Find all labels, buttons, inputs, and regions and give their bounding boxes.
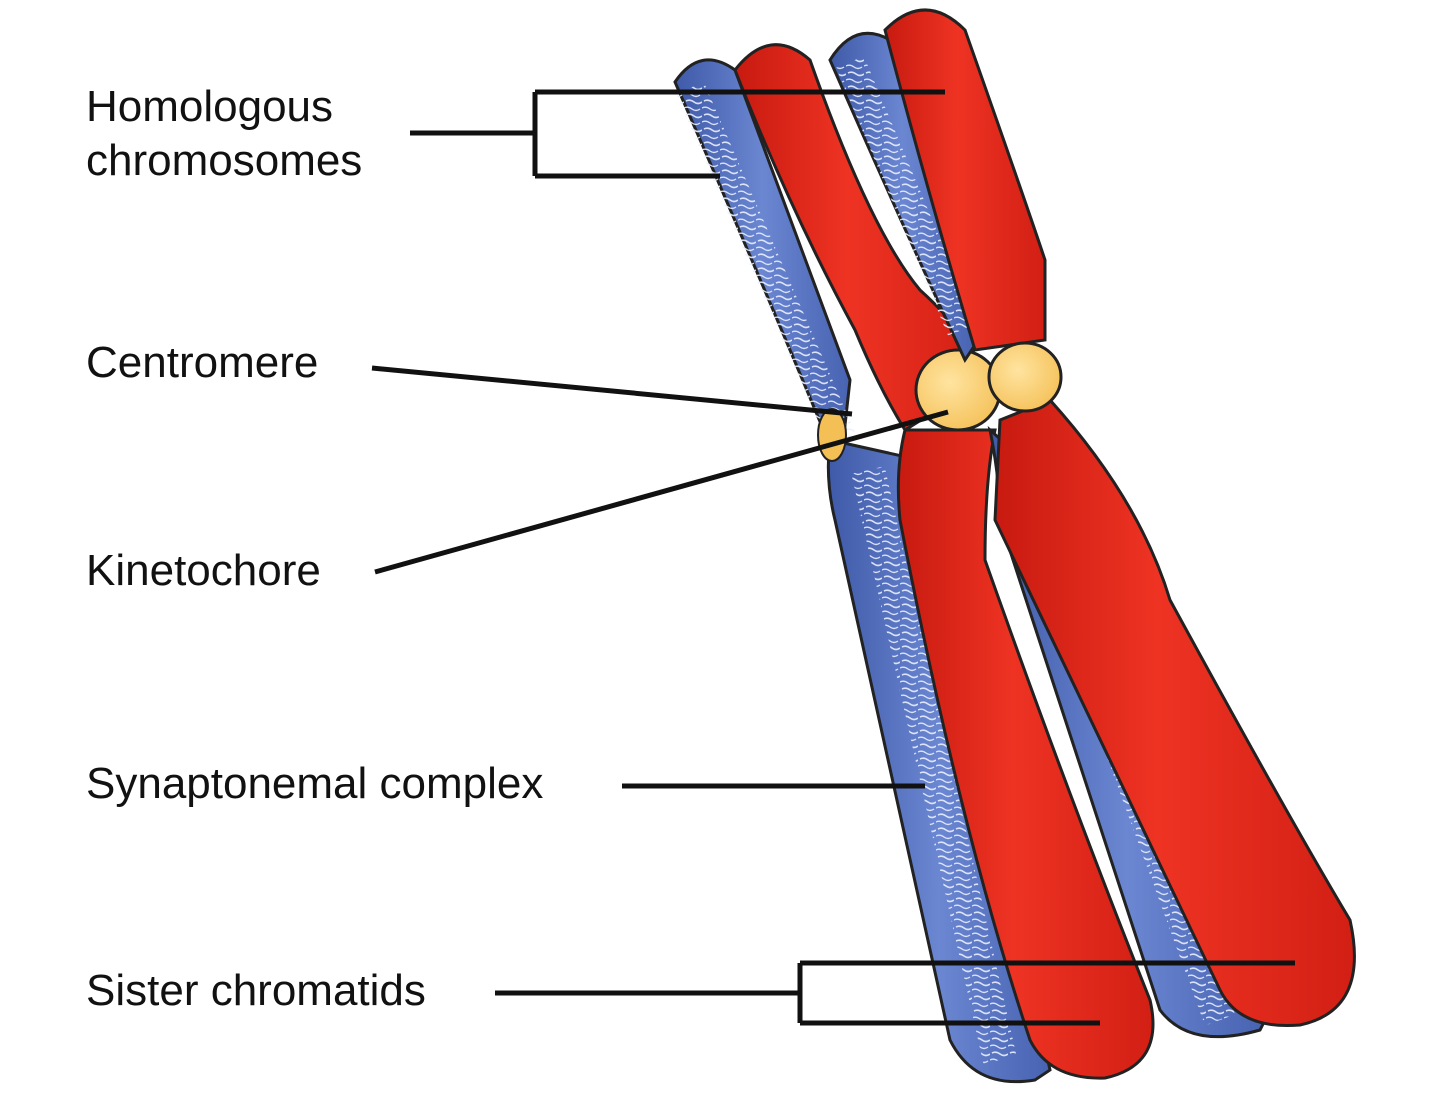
kinetochore-leader <box>374 409 949 575</box>
label-kinetochore: Kinetochore <box>86 546 321 595</box>
homologous-leader <box>410 89 945 179</box>
chromatid-red-right-upper <box>883 8 1047 352</box>
homolog-left <box>673 43 1155 1084</box>
centromere-left-back <box>817 408 847 462</box>
sister-leader <box>495 960 1295 1026</box>
centromere-leader <box>371 365 853 417</box>
centromere-right <box>987 341 1063 413</box>
label-synaptonemal-complex: Synaptonemal complex <box>86 759 544 808</box>
label-homologous-line1: Homologous <box>86 82 334 131</box>
homolog-right <box>828 8 1356 1039</box>
label-sister-chromatids: Sister chromatids <box>86 966 426 1015</box>
leader-lines <box>371 89 1295 1026</box>
chromatid-red-right-lower <box>993 398 1356 1028</box>
label-homologous-line2: chromosomes <box>86 136 363 185</box>
chromatid-red-left-lower <box>896 428 1155 1080</box>
label-centromere: Centromere <box>86 338 319 387</box>
